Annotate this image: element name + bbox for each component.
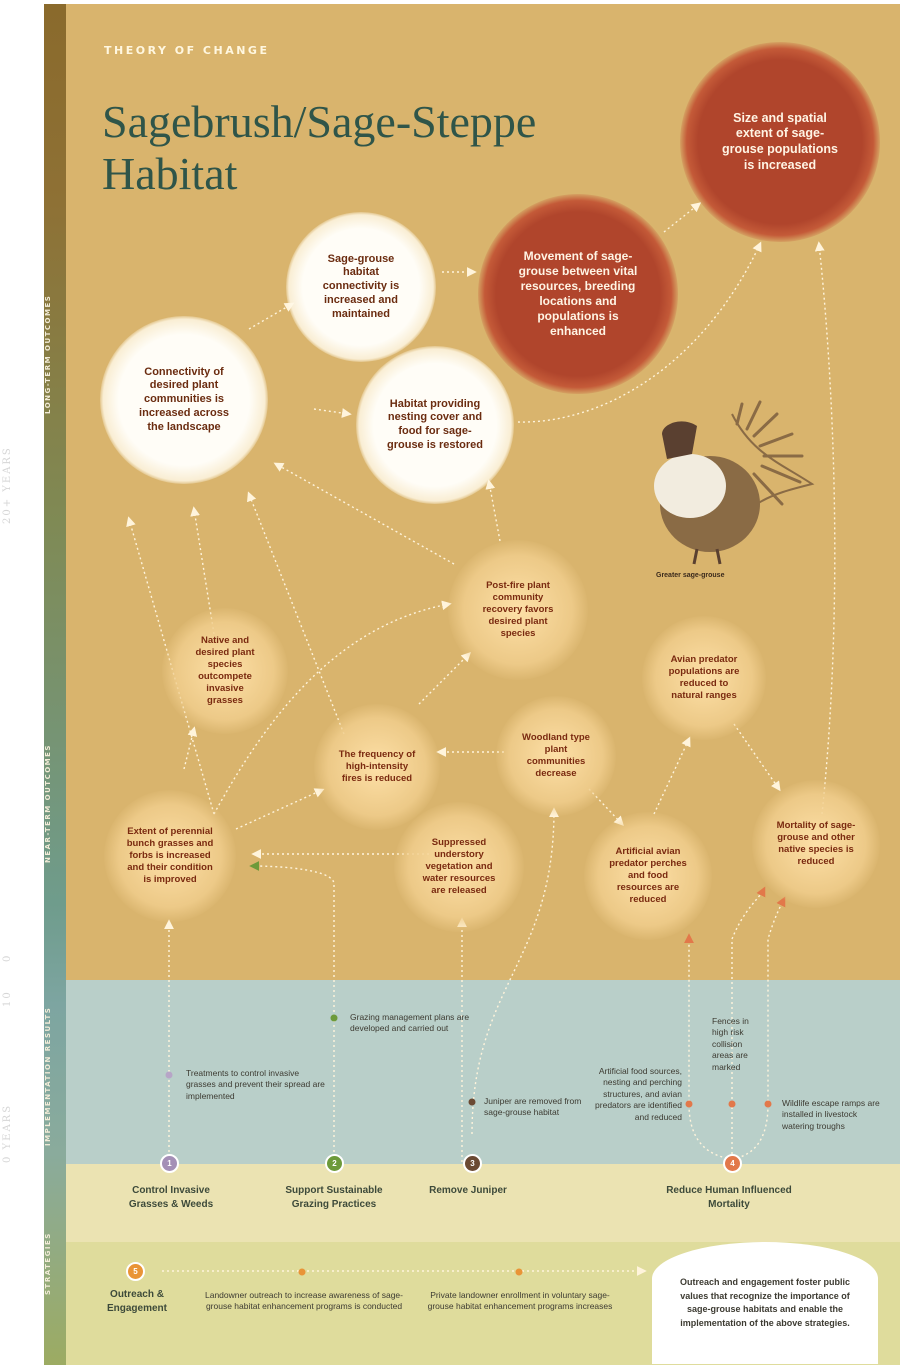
sage-grouse-illustration xyxy=(654,400,815,565)
arrow-postfire-to-plant xyxy=(273,462,455,565)
infographic: LONG-TERM OUTCOMES NEAR-TERM OUTCOMES IM… xyxy=(44,4,900,1365)
result-enrollment: Private landowner enrollment in voluntar… xyxy=(427,1290,613,1312)
dot-landowner-outreach xyxy=(298,1268,306,1276)
dot-ramps xyxy=(764,1100,772,1108)
outcome-avian-populations: Avian predator populations are reduced t… xyxy=(642,616,766,740)
result-juniper-removed: Juniper are removed from sage-grouse hab… xyxy=(484,1096,582,1118)
arrow-plant-to-habitat-connectivity xyxy=(248,302,295,330)
dot-grazing xyxy=(330,1014,338,1022)
title-line-2: Habitat xyxy=(102,148,238,199)
title-line-1: Sagebrush/Sage-Steppe xyxy=(102,96,537,147)
arrow-movement-to-size xyxy=(663,202,702,233)
result-food-sources: Artificial food sources, nesting and per… xyxy=(595,1066,682,1122)
strategy-2-badge: 2 xyxy=(325,1154,344,1173)
outcome-woodland-decrease: Woodland type plant communities decrease xyxy=(496,696,616,816)
outcome-native-outcompete: Native and desired plant species outcomp… xyxy=(162,608,288,734)
strategy-1-label: Control Invasive Grasses & Weeds xyxy=(128,1185,214,1210)
arrow-mortality-to-size xyxy=(814,241,836,815)
connector-arrows xyxy=(126,202,836,1276)
arrow-postfire-to-nesting xyxy=(485,479,501,542)
dot-juniper xyxy=(468,1098,476,1106)
arrow-woodland-to-perches xyxy=(588,788,624,827)
strategy-4-label: Reduce Human Influenced Mortality xyxy=(666,1185,792,1210)
outcome-habitat-connectivity: Sage-grouse habitat connectivity is incr… xyxy=(286,212,436,362)
timeline-20-years: 20+ YEARS xyxy=(2,446,13,524)
result-dots xyxy=(165,1014,772,1276)
result-treatments: Treatments to control invasive grasses a… xyxy=(186,1068,325,1101)
arrow-perches-to-avian xyxy=(653,736,691,815)
outcome-bunch-grasses: Extent of perennial bunch grasses and fo… xyxy=(104,790,236,922)
result-landowner-outreach: Landowner outreach to increase awareness… xyxy=(205,1290,403,1312)
strategy-3-badge: 3 xyxy=(463,1154,482,1173)
strategy-5-label: Outreach & Engagement xyxy=(106,1289,167,1314)
dot-food-sources xyxy=(685,1100,693,1108)
strategy-2-label: Support Sustainable Grazing Practices xyxy=(285,1185,383,1210)
arrow-bunch-to-fire xyxy=(235,788,325,830)
timeline-ten: 10 xyxy=(2,990,13,1008)
strategies-band xyxy=(66,1164,900,1242)
arrow-bunch-to-plant xyxy=(126,516,215,815)
timeline-0-years: 0 YEARS xyxy=(2,1103,13,1163)
arrow-bunch-to-native xyxy=(183,726,198,770)
strategy-5-badge: 5 xyxy=(126,1262,145,1281)
outcome-post-fire: Post-fire plant community recovery favor… xyxy=(448,540,588,680)
arrow-bunch-to-postfire xyxy=(213,600,452,815)
outcome-movement: Movement of sage-grouse between vital re… xyxy=(478,194,678,394)
dot-enrollment xyxy=(515,1268,523,1276)
result-grazing-plans: Grazing management plans are developed a… xyxy=(350,1012,470,1034)
arrow-plant-to-nesting xyxy=(313,408,352,418)
dot-treatments xyxy=(165,1071,173,1079)
result-fences: Fences in high risk collision areas are … xyxy=(712,1016,749,1072)
arrow-fire-to-postfire xyxy=(418,652,471,705)
kicker-text: THEORY OF CHANGE xyxy=(104,44,270,57)
outcome-nesting-cover: Habitat providing nesting cover and food… xyxy=(356,346,514,504)
outcome-perches: Artificial avian predator perches and fo… xyxy=(584,812,712,940)
strategy-1-badge: 1 xyxy=(160,1154,179,1173)
strategy-3-label: Remove Juniper xyxy=(429,1185,507,1196)
dot-fences xyxy=(728,1100,736,1108)
implementation-band xyxy=(66,980,900,1164)
arrow-fences-to-mortality xyxy=(731,886,766,1159)
outcome-understory: Suppressed understory vegetation and wat… xyxy=(394,802,524,932)
arrow-avian-to-mortality xyxy=(733,723,781,792)
result-escape-ramps: Wildlife escape ramps are installed in l… xyxy=(782,1098,880,1131)
arrow-grazing-to-bunch xyxy=(249,861,335,1162)
outcome-mortality: Mortality of sage-grouse and other nativ… xyxy=(752,780,880,908)
outcome-fire-frequency: The frequency of high-intensity fires is… xyxy=(314,704,440,830)
outcome-plant-connectivity: Connectivity of desired plant communitie… xyxy=(100,316,268,484)
strategy-4-badge: 4 xyxy=(723,1154,742,1173)
arrow-fire-to-plant xyxy=(247,491,345,735)
page-title: Sagebrush/Sage-Steppe Habitat xyxy=(102,96,662,200)
grouse-caption: Greater sage-grouse xyxy=(656,572,725,579)
arrow-nesting-to-size xyxy=(517,241,762,423)
timeline-stripe xyxy=(44,4,66,1365)
timeline-zero: 0 xyxy=(2,953,13,963)
outreach-result-text: Outreach and engagement foster public va… xyxy=(679,1277,851,1328)
outcome-size-extent: Size and spatial extent of sage-grouse p… xyxy=(680,42,880,242)
outreach-result-bubble: Outreach and engagement foster public va… xyxy=(652,1242,878,1364)
